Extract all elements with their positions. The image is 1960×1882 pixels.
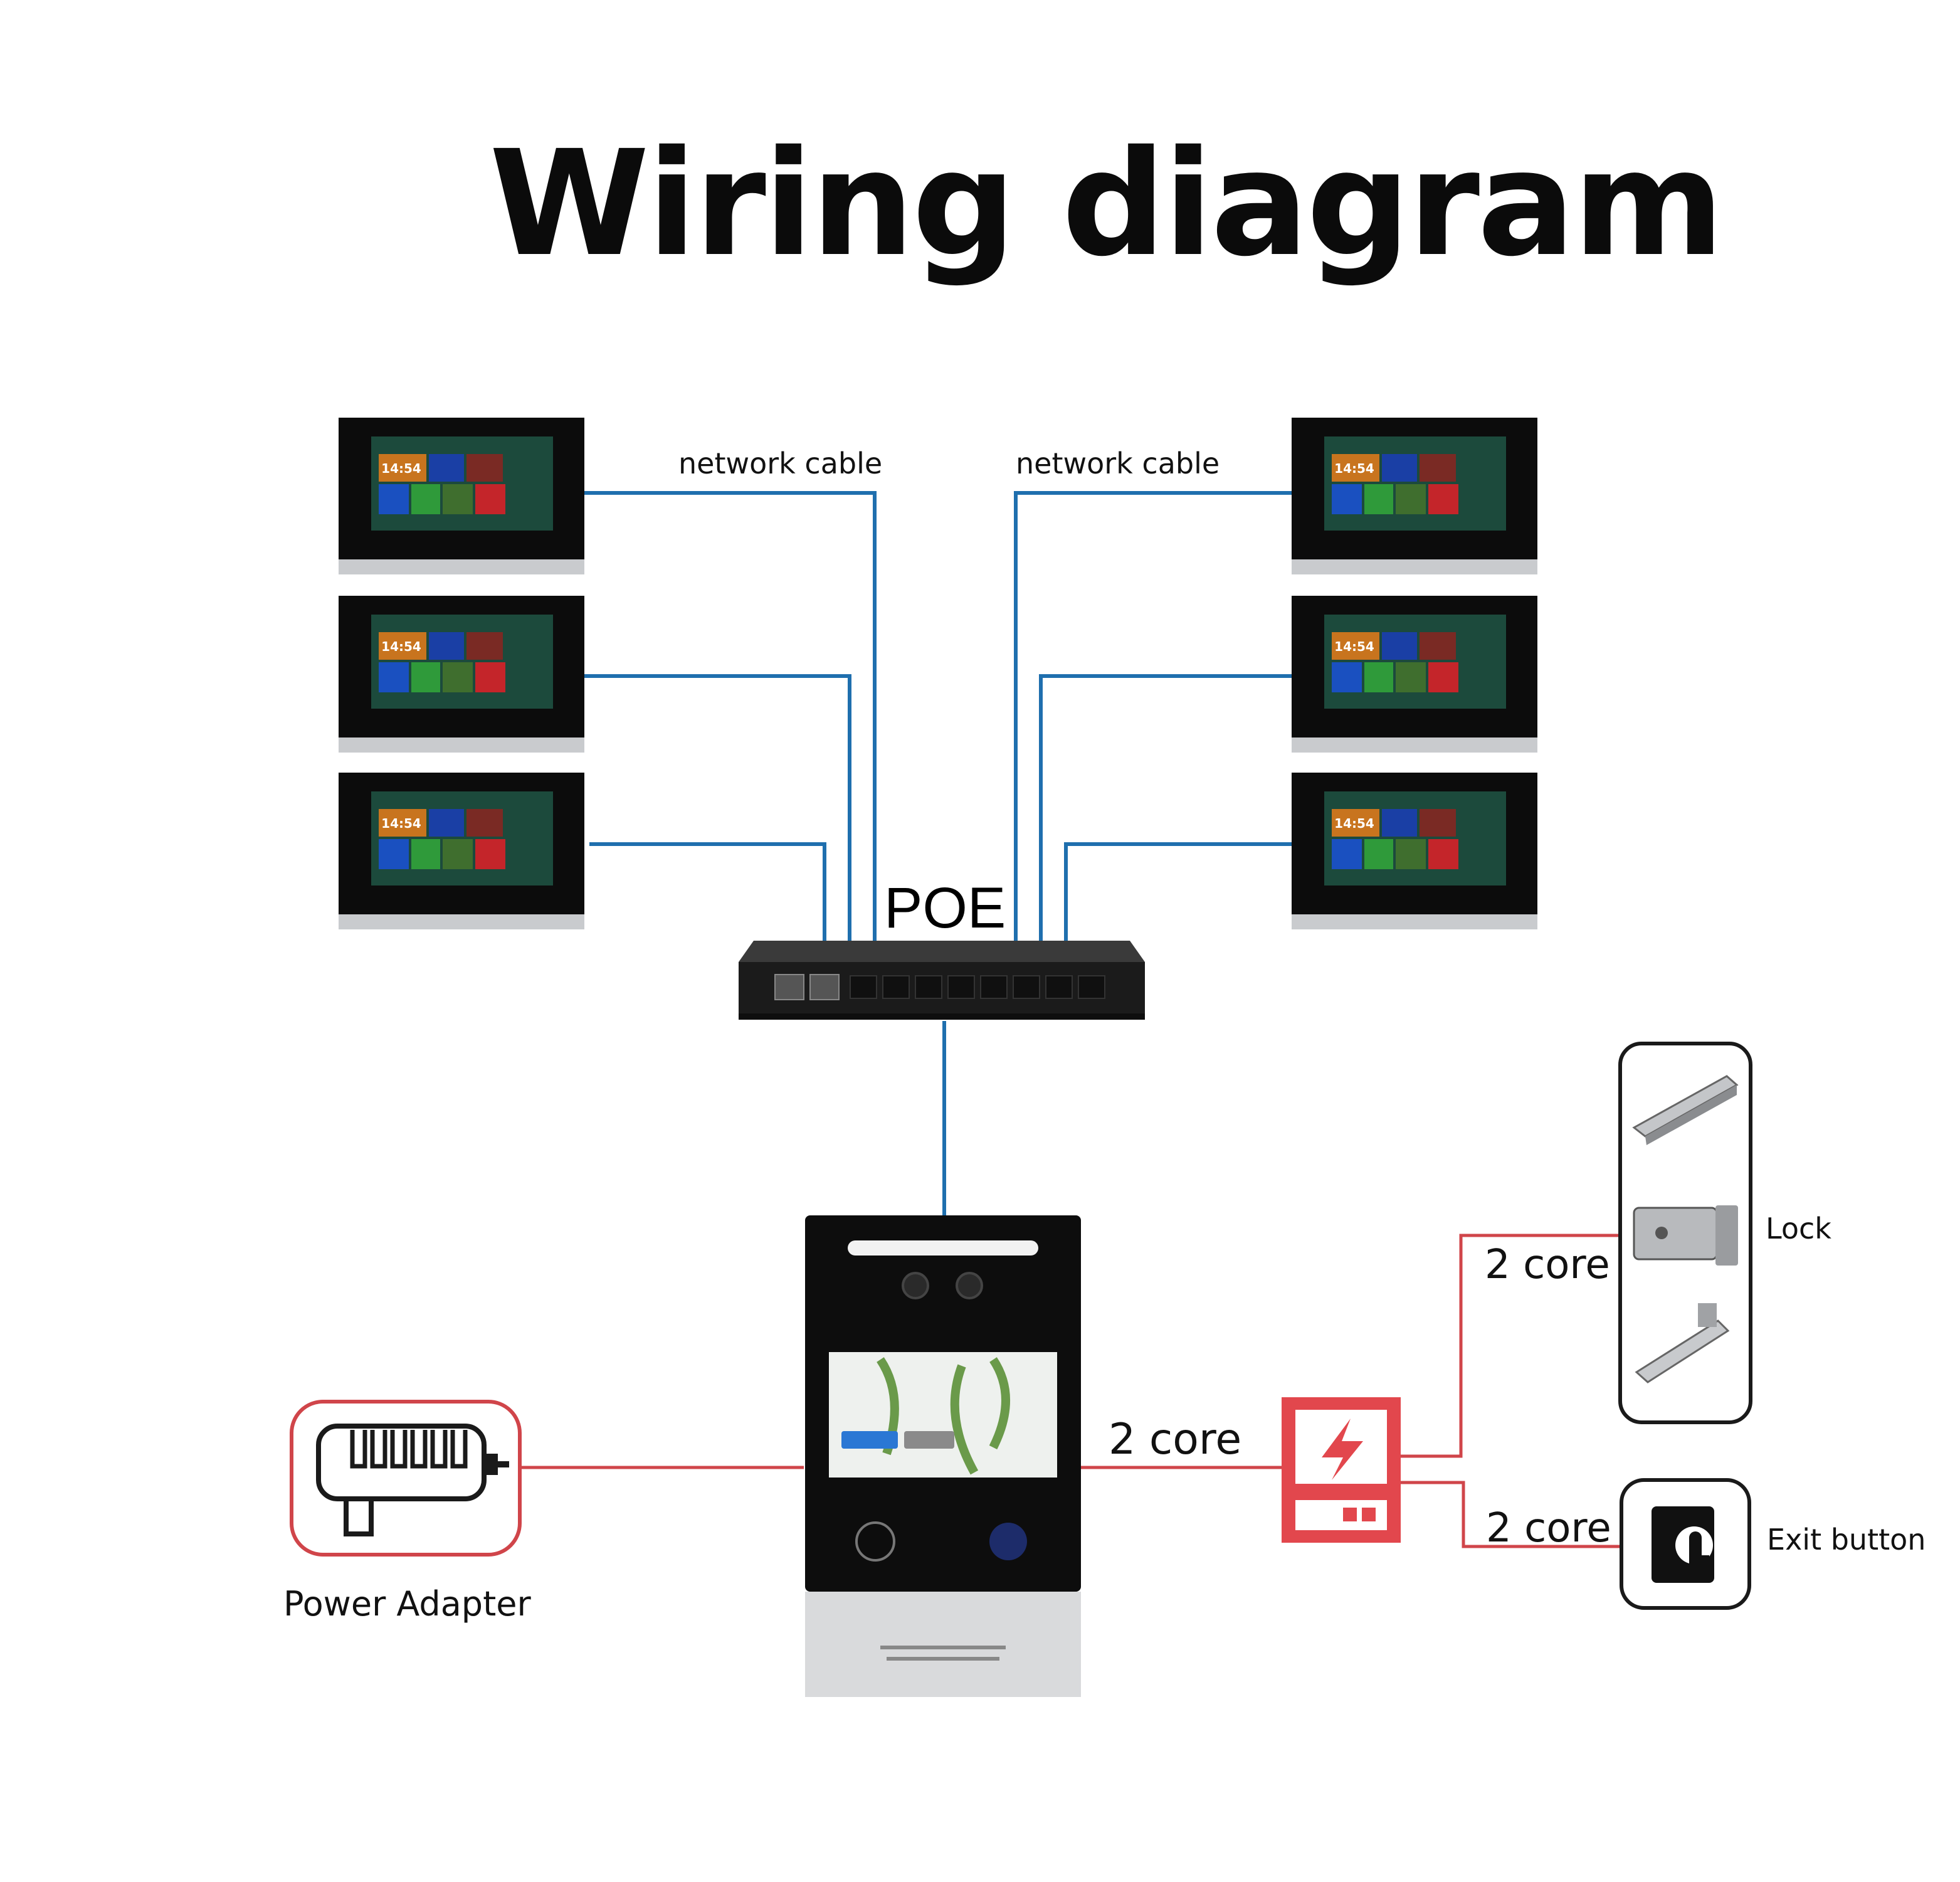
network-cables	[583, 491, 1293, 1217]
page-title: Wiring diagram	[489, 119, 1724, 288]
indoor-monitor: 14:54	[339, 773, 584, 929]
cable-monitor-left-1	[583, 491, 877, 941]
bolt-lock-icon	[1635, 1303, 1730, 1383]
poe-switch	[739, 941, 1145, 1020]
cable-monitor-right-1	[1014, 491, 1293, 941]
monitor-clock: 14:54	[381, 461, 421, 476]
electric-lock-icon	[1633, 1205, 1738, 1266]
power-adapter-label: Power Adapter	[283, 1584, 531, 1624]
indoor-monitor: 14:54	[339, 596, 584, 753]
exit-button-icon	[1652, 1506, 1714, 1583]
indoor-monitor: 14:54	[1292, 596, 1537, 753]
exit-button-label: Exit button	[1767, 1523, 1926, 1557]
call-button-icon	[989, 1523, 1027, 1560]
wire-controller-to-exit	[1398, 1481, 1621, 1548]
exit-button-box	[1620, 1478, 1751, 1610]
cable-monitor-right-2	[1039, 674, 1293, 941]
magnetic-lock-icon	[1632, 1075, 1739, 1145]
indoor-monitor: 14:54	[339, 418, 584, 574]
switch-port-icon	[774, 974, 840, 1000]
monitor-clock: 14:54	[381, 816, 421, 831]
cable-monitor-left-2	[583, 674, 851, 941]
core-label-exit: 2 core	[1486, 1505, 1611, 1552]
access-controller-icon	[1282, 1397, 1401, 1543]
network-cable-label-left: network cable	[678, 447, 883, 480]
door-station	[805, 1215, 1081, 1697]
camera-icon	[956, 1272, 983, 1299]
monitor-clock: 14:54	[1334, 639, 1374, 654]
cable-monitor-right-3	[1064, 842, 1293, 941]
network-cable-label-right: network cable	[1016, 447, 1220, 480]
power-adapter-icon	[290, 1400, 522, 1557]
core-label-lock: 2 core	[1485, 1242, 1610, 1288]
monitor-clock: 14:54	[381, 639, 421, 654]
monitor-clock: 14:54	[1334, 461, 1374, 476]
power-wires	[520, 1234, 1621, 1548]
camera-icon	[902, 1272, 929, 1299]
lock-label: Lock	[1766, 1212, 1831, 1245]
monitor-clock: 14:54	[1334, 816, 1374, 831]
indoor-monitor: 14:54	[1292, 773, 1537, 929]
card-reader-icon	[855, 1521, 895, 1562]
indoor-monitor: 14:54	[1292, 418, 1537, 574]
core-label-main: 2 core	[1109, 1415, 1242, 1464]
wire-controller-to-lock	[1398, 1234, 1620, 1458]
cable-monitor-left-3	[589, 842, 826, 941]
lock-options-box	[1618, 1042, 1752, 1424]
poe-label: POE	[884, 876, 1006, 940]
